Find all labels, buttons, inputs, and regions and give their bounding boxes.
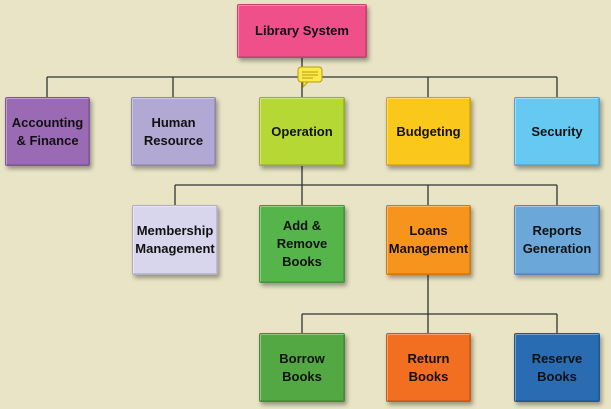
node-label: Loans Management <box>388 223 469 256</box>
node-budgeting[interactable]: Budgeting <box>386 97 471 166</box>
node-accounting-finance[interactable]: Accounting & Finance <box>5 97 90 166</box>
node-label: Return Books <box>407 350 450 384</box>
node-reserve-books[interactable]: Reserve Books <box>514 333 600 402</box>
node-label: Budgeting <box>396 123 461 139</box>
comment-bubble-icon[interactable] <box>297 66 323 88</box>
node-label: Library System <box>255 23 349 38</box>
node-borrow-books[interactable]: Borrow Books <box>259 333 345 402</box>
node-return-books[interactable]: Return Books <box>386 333 471 402</box>
node-label: Membership Management <box>135 223 215 256</box>
node-label: Accounting & Finance <box>11 114 84 148</box>
node-library-system[interactable]: Library System <box>237 4 367 58</box>
node-label: Reserve Books <box>531 350 583 384</box>
node-label: Security <box>531 123 583 139</box>
node-label: Operation <box>271 123 333 139</box>
node-label: Reports Generation <box>522 223 592 256</box>
node-add-remove-books[interactable]: Add & Remove Books <box>259 205 345 283</box>
node-reports-generation[interactable]: Reports Generation <box>514 205 600 275</box>
node-label: Add & Remove Books <box>276 218 328 269</box>
node-membership-management[interactable]: Membership Management <box>132 205 218 275</box>
node-loans-management[interactable]: Loans Management <box>386 205 471 275</box>
node-human-resource[interactable]: Human Resource <box>131 97 216 166</box>
node-security[interactable]: Security <box>514 97 600 166</box>
node-operation[interactable]: Operation <box>259 97 345 166</box>
node-label: Human Resource <box>143 114 204 148</box>
node-label: Borrow Books <box>279 350 325 384</box>
